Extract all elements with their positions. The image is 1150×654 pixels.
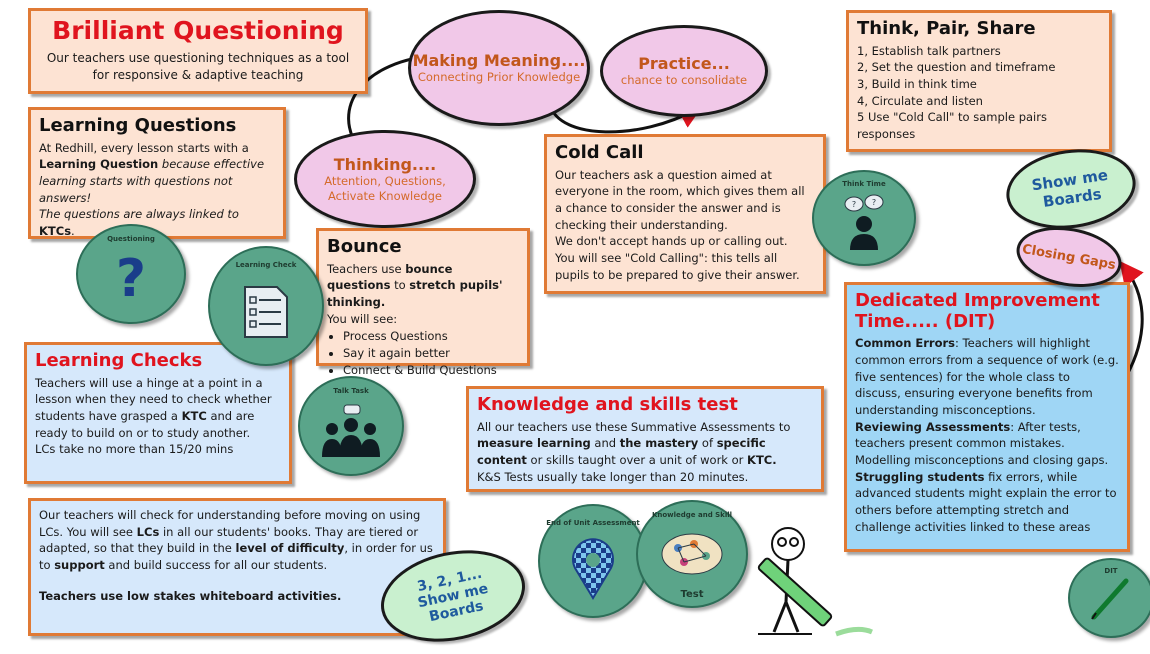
cold-call-p3: You will see "Cold Calling": this tells … (555, 251, 800, 282)
show-me-boards-label: Show me Boards (1030, 165, 1109, 211)
learning-checks-panel: Learning Checks Teachers will use a hing… (24, 342, 292, 484)
lc-detail-whiteboard: Teachers use low stakes whiteboard activ… (39, 588, 342, 603)
pencil-character-icon (757, 527, 873, 637)
test-label: Test (680, 589, 704, 600)
checklist-icon (244, 286, 288, 338)
making-meaning-title: Making Meaning.... (412, 51, 586, 71)
bounce-see: You will see: (327, 311, 398, 326)
dit-title: Dedicated Improvement Time..... (DIT) (855, 290, 1100, 332)
practice-sub: chance to consolidate (620, 73, 748, 88)
lc-detail-text: Our teachers will check for understandin… (39, 508, 433, 573)
brain-network-icon (661, 533, 723, 575)
svg-text:?: ? (852, 200, 856, 209)
brilliant-text: Our teachers use questioning techniques … (46, 50, 350, 83)
list-item: 3, Build in think time (857, 77, 977, 92)
map-pin-icon (572, 538, 614, 600)
cold-call-title: Cold Call (555, 142, 644, 163)
list-item: Connect & Build Questions (343, 362, 519, 379)
knowledge-test-panel: Knowledge and skills test All our teache… (466, 386, 824, 492)
bounce-list: Process Questions Say it again better Co… (327, 328, 519, 378)
list-item: Say it again better (343, 345, 519, 362)
end-of-unit-icon: End of Unit Assessment (538, 504, 648, 618)
list-item: 1, Establish talk partners (857, 43, 1001, 58)
brilliant-questioning-panel: Brilliant Questioning Our teachers use q… (28, 8, 368, 94)
group-talk-icon (322, 404, 380, 457)
learning-checks-text: Teachers will use a hinge at a point in … (35, 375, 272, 457)
practice-title: Practice... (638, 54, 730, 74)
learning-questions-title: Learning Questions (39, 115, 237, 136)
thinking-person-icon: ? ? (844, 194, 884, 250)
bounce-text: Teachers use bounce questions to stretch… (327, 261, 503, 310)
practice-bubble: Practice... chance to consolidate (600, 25, 768, 117)
lc-detail-panel: Our teachers will check for understandin… (28, 498, 446, 636)
questioning-icon: Questioning ? (76, 224, 186, 324)
knowledge-test-text: All our teachers use these Summative Ass… (477, 419, 791, 468)
learning-checks-title: Learning Checks (35, 350, 203, 371)
cold-call-p2: We don't accept hands up or calling out. (555, 234, 788, 249)
bounce-title: Bounce (327, 236, 402, 257)
talk-task-icon: Talk Task (298, 376, 404, 476)
knowledge-test-duration: K&S Tests usually take longer than 20 mi… (477, 469, 749, 484)
closing-gaps-label: Closing Gaps (1021, 241, 1117, 273)
list-item: 4, Circulate and listen (857, 93, 983, 108)
cold-call-p1: Our teachers ask a question aimed at eve… (555, 167, 805, 232)
dit-icon: DIT (1068, 558, 1150, 638)
page-title: Brilliant Questioning (52, 16, 344, 45)
bounce-panel: Bounce Teachers use bounce questions to … (316, 228, 530, 377)
list-item: 5 Use "Cold Call" to sample pairs respon… (857, 110, 1047, 142)
dit-panel: Dedicated Improvement Time..... (DIT) Co… (844, 282, 1130, 552)
learning-check-icon: Learning Check (208, 246, 324, 366)
learning-questions-text: At Redhill, every lesson starts with a L… (39, 140, 265, 239)
question-mark-icon: ? (115, 249, 147, 309)
list-item: 2, Set the question and timeframe (857, 60, 1056, 75)
pen-icon (1091, 578, 1129, 620)
learning-questions-panel: Learning Questions At Redhill, every les… (28, 107, 286, 239)
making-meaning-bubble: Making Meaning.... Connecting Prior Know… (408, 10, 590, 126)
dit-text: Common Errors: Teachers will highlight c… (855, 336, 1119, 534)
think-pair-share-title: Think, Pair, Share (857, 18, 1036, 39)
knowledge-skill-icon: Knowledge and Skill Test (636, 500, 748, 608)
think-time-icon: Think Time ? ? (812, 170, 916, 266)
thinking-bubble: Thinking.... Attention, Questions, Activ… (294, 130, 476, 228)
thinking-sub: Attention, Questions, Activate Knowledge (324, 173, 446, 203)
svg-text:?: ? (872, 198, 876, 207)
making-meaning-sub: Connecting Prior Knowledge (417, 70, 581, 85)
list-item: Process Questions (343, 328, 519, 345)
think-pair-share-panel: Think, Pair, Share 1, Establish talk par… (846, 10, 1112, 152)
cold-call-panel: Cold Call Our teachers ask a question ai… (544, 134, 826, 294)
knowledge-test-title: Knowledge and skills test (477, 394, 738, 415)
thinking-title: Thinking.... (333, 154, 437, 174)
